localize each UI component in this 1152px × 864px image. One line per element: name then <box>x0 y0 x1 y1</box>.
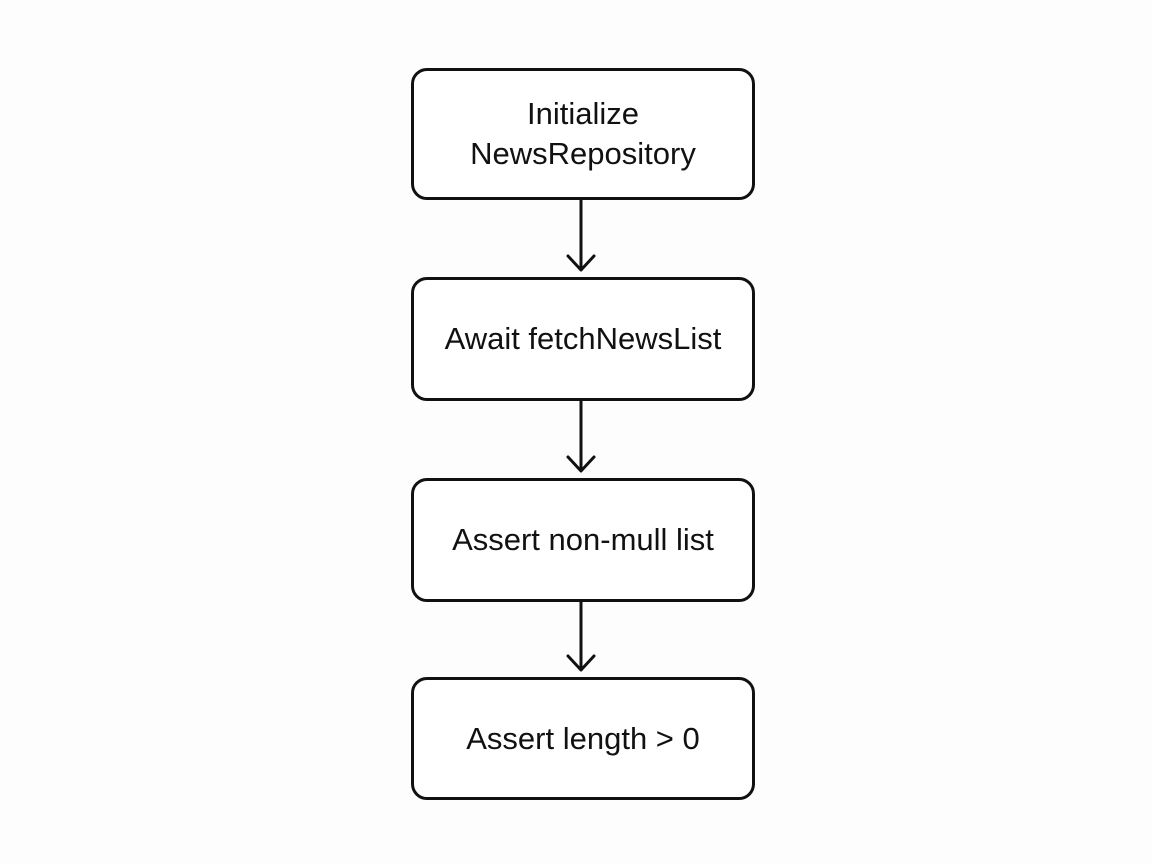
arrow-2-to-3 <box>566 401 596 473</box>
arrow-1-to-2 <box>566 200 596 272</box>
arrow-3-to-4 <box>566 602 596 672</box>
arrow-3-to-4-head <box>566 654 596 672</box>
arrow-2-to-3-head <box>566 455 596 473</box>
step-await-fetch-news-list-label: Await fetchNewsList <box>444 321 722 356</box>
step-initialize-repository-label: Initialize NewsRepository <box>470 96 696 171</box>
step-initialize-repository: Initialize NewsRepository <box>411 68 755 200</box>
arrow-1-to-2-head <box>566 254 596 272</box>
step-assert-length: Assert length > 0 <box>411 677 755 800</box>
step-assert-length-label: Assert length > 0 <box>466 720 700 756</box>
step-await-fetch-news-list: Await fetchNewsList <box>411 277 755 401</box>
step-assert-non-null-list: Assert non-mull list <box>411 478 755 602</box>
step-assert-non-null-list-label: Assert non-mull list <box>452 522 714 557</box>
